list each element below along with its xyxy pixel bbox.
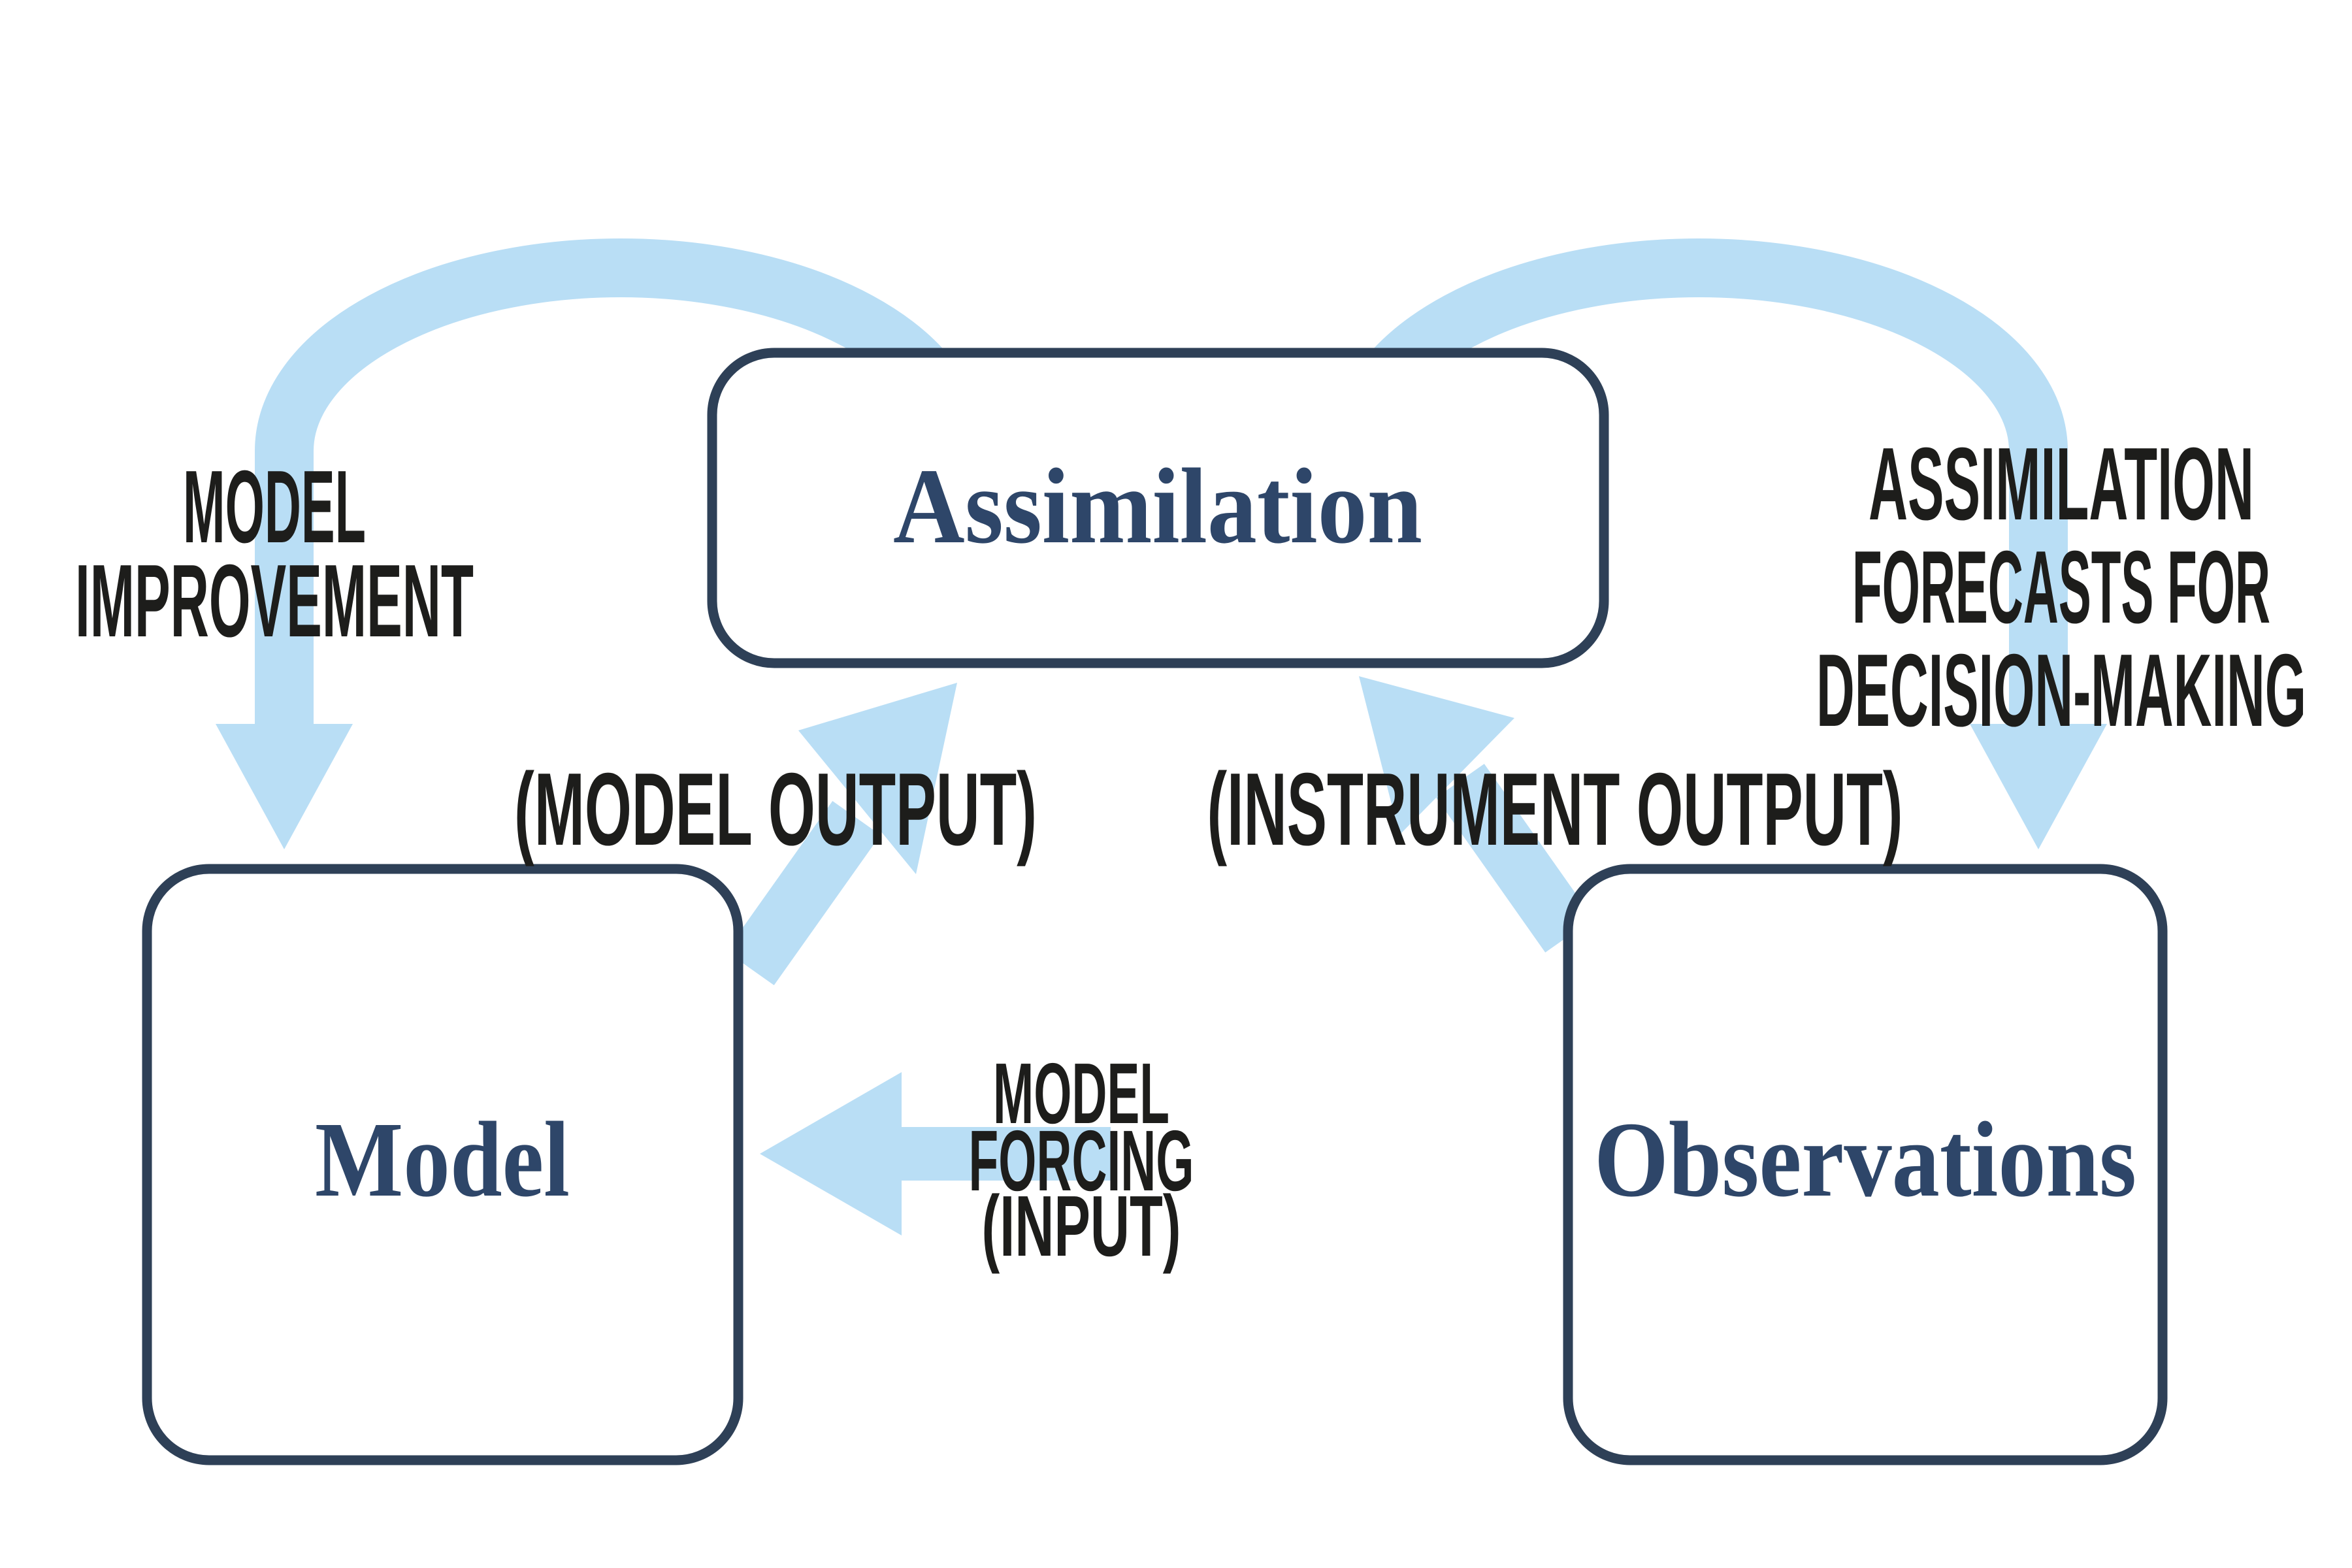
model-improvement-line1: MODEL <box>183 449 366 564</box>
assimilation-forecasts-line3: DECISION-MAKING <box>1816 633 2306 748</box>
shaft-instrument-output <box>1436 764 1593 953</box>
edge-labels: MODEL IMPROVEMENT ASSIMILATION FORECASTS… <box>75 427 2306 1274</box>
assimilation-label: Assimilation <box>893 446 1422 566</box>
arrowhead-model-improvement <box>216 724 353 849</box>
assimilation-forecasts-line2: FORECASTS FOR <box>1852 530 2270 645</box>
model-output-label: (MODEL OUTPUT) <box>514 752 1037 867</box>
assimilation-box <box>707 348 1609 668</box>
model-box <box>142 864 743 1465</box>
model-improvement-line2: IMPROVEMENT <box>75 544 474 659</box>
assimilation-forecasts-line1: ASSIMILATION <box>1869 427 2254 542</box>
node-boxes <box>142 348 2168 1465</box>
arrow-model-forcing <box>760 1072 1111 1235</box>
arrowhead-assimilation-forecasts <box>1970 724 2107 849</box>
observations-box <box>1563 864 2168 1465</box>
node-labels: Assimilation Model Observations <box>315 446 2136 1219</box>
model-forcing-line1: MODEL <box>993 1045 1169 1141</box>
shaft-model-output <box>726 800 881 986</box>
model-forcing-line3: (INPUT) <box>982 1178 1181 1274</box>
arrowhead-model-output <box>798 683 957 874</box>
arrowhead-instrument-output <box>1359 676 1514 835</box>
model-forcing-line2: FORCING <box>969 1113 1194 1209</box>
model-label: Model <box>315 1100 570 1219</box>
observations-label: Observations <box>1594 1100 2136 1219</box>
instrument-output-label: (INSTRUMENT OUTPUT) <box>1207 752 1903 867</box>
